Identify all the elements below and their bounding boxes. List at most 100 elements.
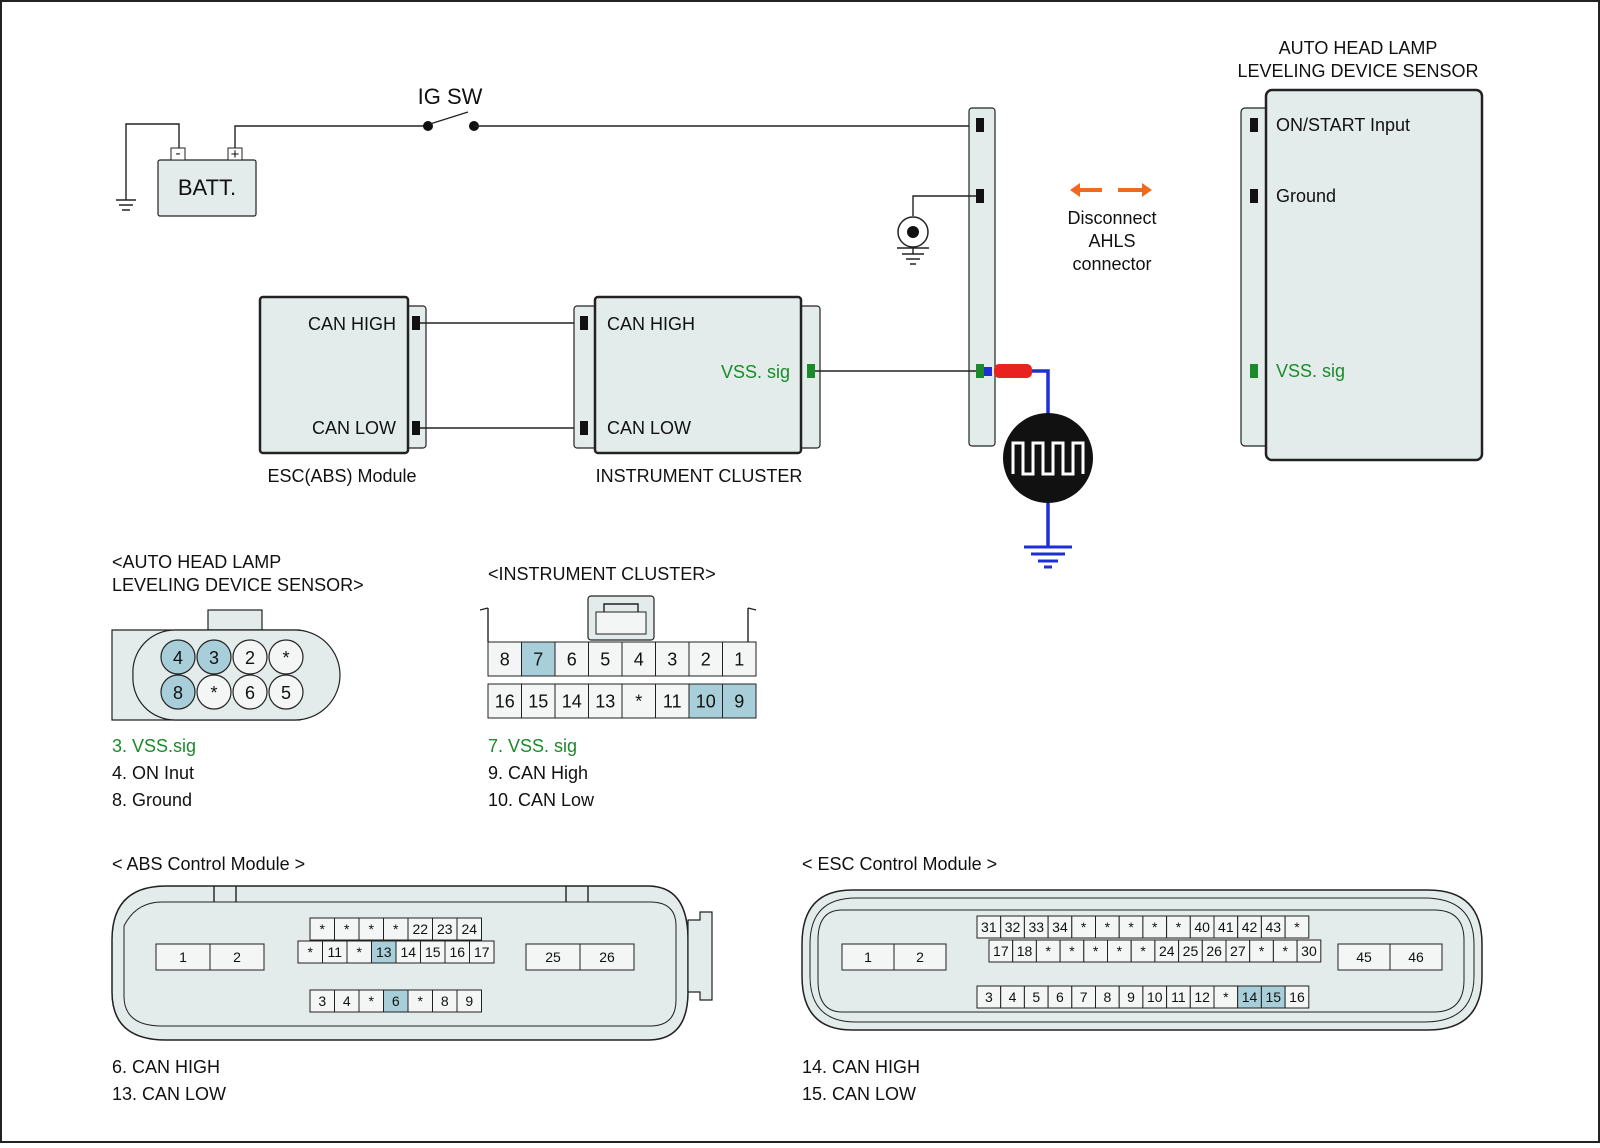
battery-minus: - (176, 145, 181, 162)
battery-label: BATT. (178, 175, 236, 200)
abs-pin-number: 4 (343, 993, 351, 1009)
esc-pin-number: * (1105, 919, 1111, 935)
abs-pin-number: 16 (449, 944, 465, 960)
ahls-pin-number: * (210, 683, 217, 703)
esc-connector-title: < ESC Control Module > (802, 854, 997, 874)
esc-legend-item: 15. CAN LOW (802, 1084, 916, 1104)
ahls-pin (232, 639, 268, 675)
ahls-pin-number: 4 (173, 648, 183, 668)
esc-pin-number: 24 (1159, 943, 1175, 959)
esc-pin-number: 46 (1408, 949, 1424, 965)
abs-pin-number: * (418, 993, 424, 1009)
abs-pin (209, 943, 265, 971)
abs-pin-number: 25 (545, 949, 561, 965)
abs-pin-number: 11 (327, 944, 342, 960)
ahls-sensor-box (1264, 88, 1484, 462)
ahls-pin (196, 639, 232, 675)
ahls-connector-title: <AUTO HEAD LAMP (112, 552, 281, 572)
cluster-connector-title: <INSTRUMENT CLUSTER> (488, 564, 716, 584)
cluster-pin-number: 13 (595, 691, 615, 711)
ahls-pin (232, 674, 268, 710)
ahls-title: LEVELING DEVICE SENSOR (1237, 61, 1478, 81)
cluster-legend-item: 9. CAN High (488, 763, 588, 783)
cluster-pin-number: 5 (600, 649, 610, 669)
cluster-pin (621, 641, 656, 677)
abs-pin (469, 940, 495, 964)
instrument-cluster-box (593, 295, 803, 455)
cluster-pin (521, 641, 556, 677)
ig-sw-label: IG SW (418, 84, 483, 109)
cluster-pin (722, 683, 757, 719)
cluster-pin-number: 8 (500, 649, 510, 669)
esc-pin-number: 41 (1218, 919, 1234, 935)
ahls-pin-number: 2 (245, 648, 255, 668)
cluster-pin (554, 683, 589, 719)
esc-pin-number: 12 (1194, 989, 1210, 1005)
abs-pin-number: 23 (437, 921, 453, 937)
cluster-legend-item: 7. VSS. sig (488, 736, 577, 756)
abs-pin-number: 9 (465, 993, 473, 1009)
disconnect-arrows-icon (1070, 183, 1152, 197)
abs-pin-number: 3 (318, 993, 326, 1009)
esc-pin-number: * (1283, 943, 1289, 959)
esc-module-name: ESC(ABS) Module (267, 466, 416, 486)
esc-pin-number: * (1140, 943, 1146, 959)
chassis-ground-icon (897, 216, 929, 265)
esc-legend-item: 14. CAN HIGH (802, 1057, 920, 1077)
esc-pin-number: 31 (981, 919, 997, 935)
abs-pin-number: * (369, 921, 375, 937)
esc-pin-number: 43 (1265, 919, 1281, 935)
esc-pin-number: 32 (1005, 919, 1021, 935)
cluster-connector-face (479, 595, 757, 642)
esc-pin-number: 8 (1103, 989, 1111, 1005)
cluster-pin-number: 1 (734, 649, 744, 669)
cluster-pin-number: 16 (495, 691, 515, 711)
ahls-pin-number: 3 (209, 648, 219, 668)
esc-pin-number: 1 (864, 949, 872, 965)
cluster-pin-number: 11 (663, 691, 682, 711)
esc-pin-number: 7 (1080, 989, 1088, 1005)
cluster-pin-number: 4 (634, 649, 644, 669)
esc-pin-number: * (1294, 919, 1300, 935)
esc-pin-number: * (1259, 943, 1265, 959)
esc-pin-number: 18 (1017, 943, 1033, 959)
cluster-name: INSTRUMENT CLUSTER (596, 466, 803, 486)
cluster-pin (487, 683, 522, 719)
cluster-pin (588, 683, 623, 719)
abs-legend-item: 13. CAN LOW (112, 1084, 226, 1104)
ahls-pin-number: * (282, 648, 289, 668)
abs-pin-number: 6 (392, 993, 400, 1009)
cluster-pin-label: CAN LOW (607, 418, 691, 438)
cluster-pin-number: 6 (567, 649, 577, 669)
esc-pin (1296, 939, 1322, 963)
esc-pin-number: * (1117, 943, 1123, 959)
ahls-pin-number: 8 (173, 683, 183, 703)
cluster-pin (588, 641, 623, 677)
abs-pin (456, 917, 482, 941)
battery-plus: + (231, 146, 240, 163)
abs-pin-number: * (369, 993, 375, 1009)
abs-pin-number: 22 (412, 921, 428, 937)
abs-pin-number: * (308, 944, 314, 960)
cluster-pin-number: 3 (667, 649, 677, 669)
ahls-pin-label: Ground (1276, 186, 1336, 206)
esc-pin (1284, 985, 1310, 1009)
abs-pin-number: 13 (376, 944, 392, 960)
abs-pin-number: 14 (400, 944, 416, 960)
cluster-pin (722, 641, 757, 677)
ahls-connector-title: LEVELING DEVICE SENSOR> (112, 575, 364, 595)
cluster-pin (688, 683, 723, 719)
esc-pin-number: * (1176, 919, 1182, 935)
abs-pin-number: 2 (233, 949, 241, 965)
ahls-pin (196, 674, 232, 710)
esc-pin-number: 9 (1127, 989, 1135, 1005)
oscilloscope-probe-icon (984, 364, 1093, 569)
esc-pin-number: 40 (1194, 919, 1210, 935)
cluster-pin-number: 10 (696, 691, 716, 711)
esc-pin (893, 943, 947, 971)
esc-pin-number: 27 (1230, 943, 1246, 959)
esc-abs-module-box (258, 295, 410, 455)
cluster-pin-number: 7 (533, 649, 543, 669)
esc-pin-number: 6 (1056, 989, 1064, 1005)
